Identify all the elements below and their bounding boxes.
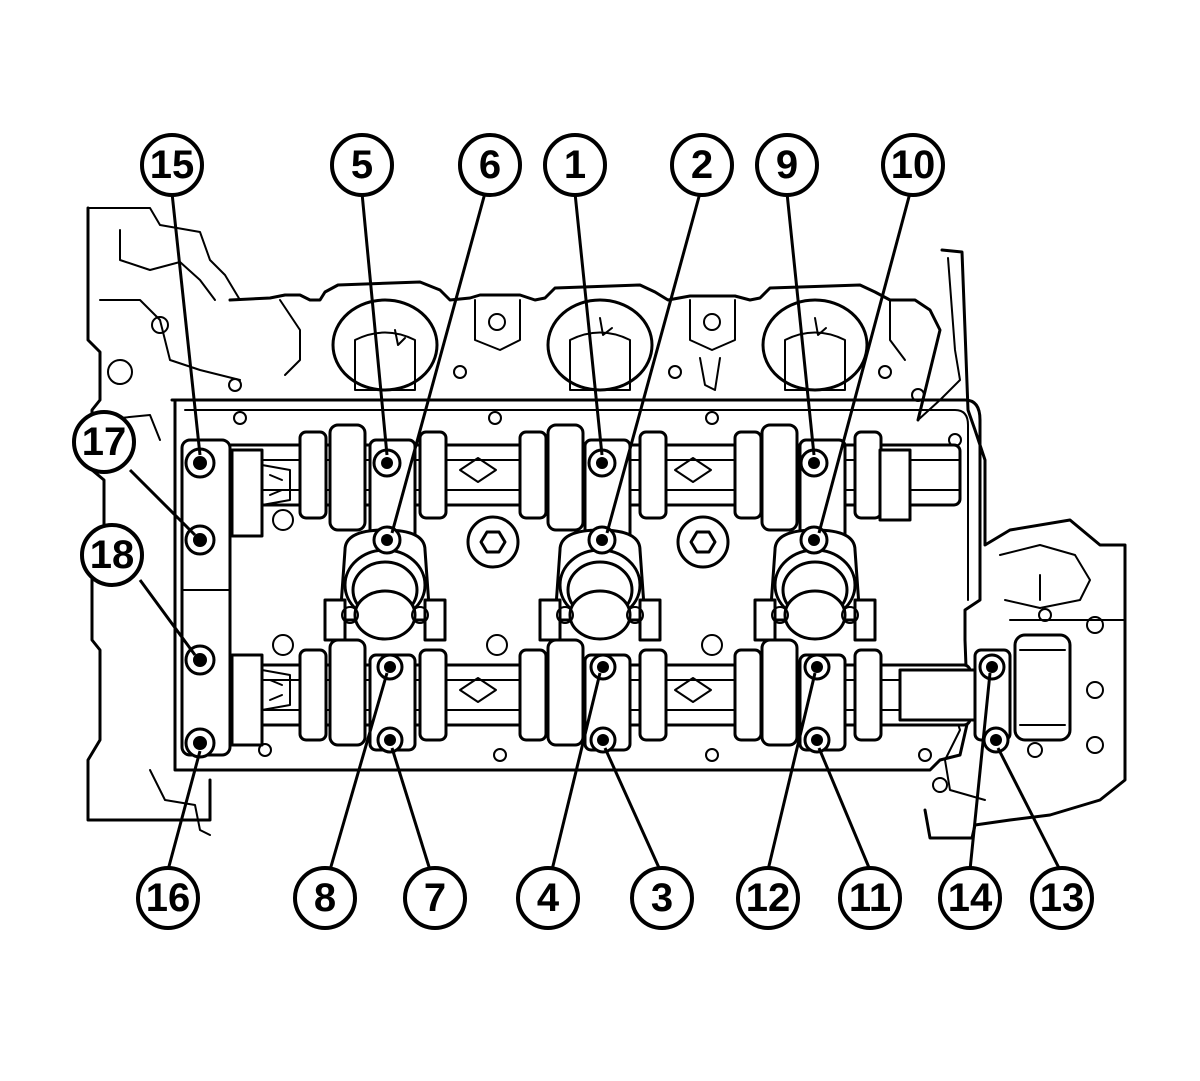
svg-text:8: 8	[314, 876, 336, 920]
callout-4: 4	[516, 866, 580, 930]
svg-text:11: 11	[849, 876, 891, 920]
bolt-10	[799, 525, 829, 555]
svg-text:3: 3	[651, 876, 673, 920]
center-hex-bolts	[466, 515, 730, 569]
svg-text:4: 4	[537, 876, 560, 920]
bolt-5	[372, 448, 402, 478]
callout-8: 8	[293, 866, 357, 930]
callout-12: 12	[736, 866, 800, 930]
left-end-cap	[180, 438, 232, 757]
callout-2: 2	[670, 133, 734, 197]
callout-16: 16	[136, 866, 200, 930]
bolt-4	[589, 653, 617, 681]
svg-text:12: 12	[746, 876, 791, 920]
callouts: 15 5 6 1 2 9 10 17	[72, 133, 1094, 930]
bolt-16	[184, 727, 216, 759]
valve-pocket-2	[546, 298, 654, 392]
callout-5: 5	[330, 133, 394, 197]
bolt-13	[982, 726, 1010, 754]
cylinder-head-illustration	[86, 206, 1127, 840]
bolt-8	[376, 653, 404, 681]
svg-text:2: 2	[691, 143, 713, 187]
bolt-heads	[184, 447, 1010, 759]
spark-plug-tubes	[323, 528, 877, 642]
valve-pocket-3	[761, 298, 869, 392]
svg-text:7: 7	[424, 876, 446, 920]
bolt-14	[978, 653, 1006, 681]
callout-9: 9	[755, 133, 819, 197]
bolt-6	[372, 525, 402, 555]
callout-14: 14	[938, 866, 1002, 930]
svg-text:17: 17	[82, 420, 127, 464]
svg-text:15: 15	[150, 143, 195, 187]
svg-text:6: 6	[479, 143, 501, 187]
svg-text:16: 16	[146, 876, 191, 920]
svg-text:9: 9	[776, 143, 798, 187]
leader-lines	[128, 192, 1062, 871]
svg-text:1: 1	[564, 143, 586, 187]
callout-13: 13	[1030, 866, 1094, 930]
callout-17: 17	[72, 410, 136, 474]
bolt-11	[803, 726, 831, 754]
bolt-12	[803, 653, 831, 681]
callout-6: 6	[458, 133, 522, 197]
callout-11: 11	[838, 866, 902, 930]
valve-pocket-1	[331, 298, 439, 392]
callout-10: 10	[881, 133, 945, 197]
svg-text:18: 18	[90, 533, 135, 577]
callout-18: 18	[80, 523, 144, 587]
svg-text:5: 5	[351, 143, 373, 187]
svg-text:13: 13	[1040, 876, 1085, 920]
bolt-7	[376, 726, 404, 754]
callout-15: 15	[140, 133, 204, 197]
callout-3: 3	[630, 866, 694, 930]
bolt-2	[587, 525, 617, 555]
callout-1: 1	[543, 133, 607, 197]
callout-7: 7	[403, 866, 467, 930]
bolt-3	[589, 726, 617, 754]
svg-text:14: 14	[948, 876, 993, 920]
svg-text:10: 10	[891, 143, 936, 187]
